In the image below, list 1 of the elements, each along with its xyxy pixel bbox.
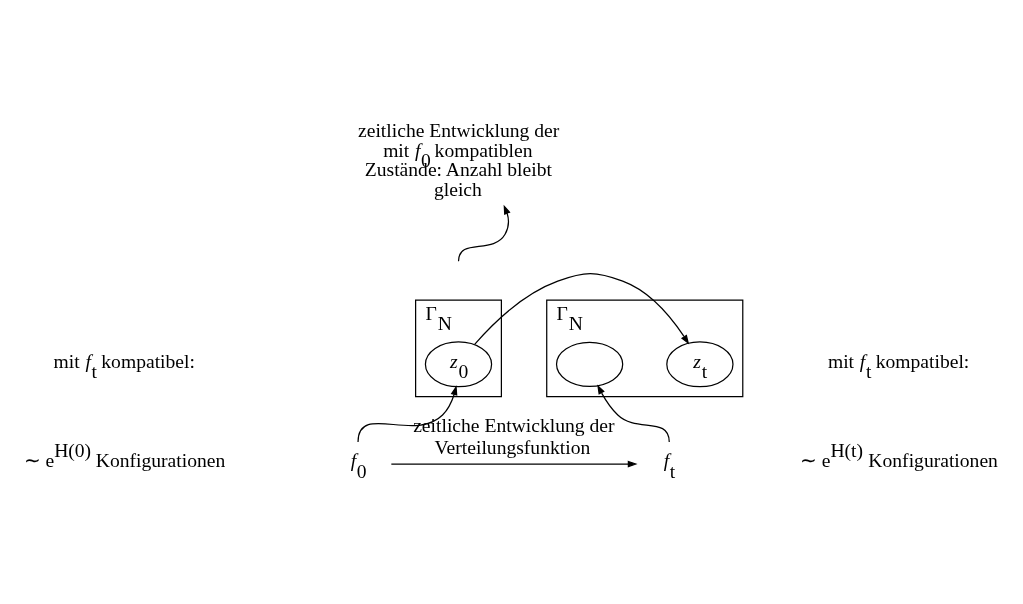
edge-label: zeitliche Entwicklung der Verteilungsfunktion (413, 414, 615, 458)
